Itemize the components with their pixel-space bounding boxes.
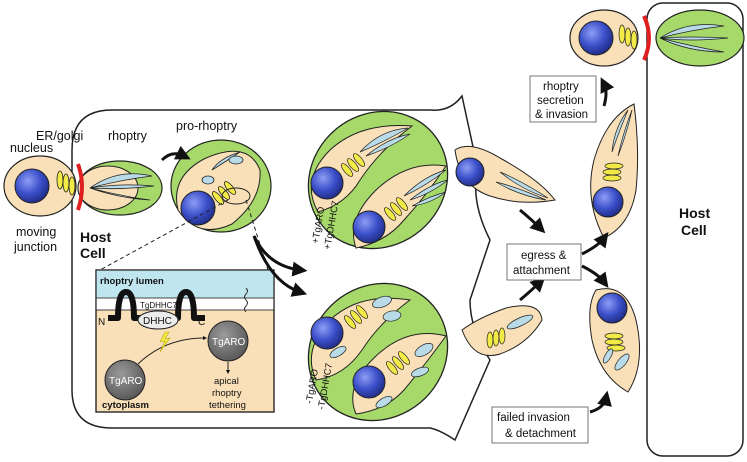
moving-junction-label-2: junction (13, 240, 57, 254)
secretion-label-1: rhoptry (543, 81, 579, 93)
process-arrows (160, 77, 615, 414)
invading-parasite (3, 155, 163, 217)
host-cell-right-label-1: Host (679, 205, 710, 221)
moving-junction-label-1: moving (16, 225, 56, 239)
host-cell-right-label-2: Cell (681, 222, 707, 238)
attached-parasite-top (590, 103, 639, 239)
secretion-label-2: secretion (537, 95, 584, 107)
rhoptry-icon (89, 173, 155, 201)
apical-label-2: rhoptry (212, 388, 242, 399)
palmitoylation-bolt-icon (159, 331, 171, 353)
tgaro-membrane-icon (207, 320, 249, 362)
egressing-parasite-bottom (461, 305, 543, 356)
host-cell-left-label-1: Host (80, 229, 111, 245)
tgaro-cytoplasm-icon (104, 359, 146, 401)
tgaro-membrane-label: TgARO (212, 337, 246, 348)
pro-rhoptry-label: pro-rhoptry (176, 119, 238, 133)
secretion-box (529, 75, 597, 123)
rhoptry-lumen-label: rhoptry lumen (100, 276, 164, 287)
pro-rhoptry-vacuole (170, 139, 272, 233)
apical-label-1: apical (214, 376, 239, 387)
host-cell-left-label-2: Cell (80, 245, 106, 261)
apical-label-3: tethering (209, 400, 246, 411)
egress-box (506, 243, 582, 281)
tgdhhc7-label: TgDHHC7 (140, 301, 177, 310)
egressing-parasite-top (454, 145, 556, 203)
moving-junction-marker (76, 163, 84, 211)
vacuole-positive (307, 110, 449, 250)
er-golgi-label: ER/golgi (36, 129, 83, 143)
rhoptry-membrane-inset (95, 269, 275, 413)
egress-label-2: attachment (513, 265, 571, 277)
c-terminus-label: C (198, 317, 205, 328)
attached-parasite-bottom (589, 288, 641, 393)
nucleus-icon (14, 168, 50, 204)
dhhc-domain (137, 310, 179, 330)
n-terminus-label: N (98, 317, 105, 328)
egress-label-1: egress & (521, 250, 567, 262)
rhoptry-label: rhoptry (108, 129, 148, 143)
golgi-icon (56, 170, 76, 196)
cytoplasm-label: cytoplasm (102, 400, 149, 411)
pro-rhoptry-highlight (221, 187, 251, 205)
tgaro-cytoplasm-label: TgARO (109, 376, 143, 387)
failed-box (491, 406, 589, 444)
host-cell-right (646, 2, 744, 457)
dhhc-label: DHHC (143, 316, 172, 327)
nucleus-label: nucleus (10, 141, 53, 155)
vacuole-negative (307, 282, 449, 422)
invaded-parasite (569, 9, 745, 67)
failed-label-1: failed invasion (497, 412, 570, 424)
secretion-label-3: & invasion (535, 109, 588, 121)
failed-label-2: & detachment (505, 428, 577, 440)
